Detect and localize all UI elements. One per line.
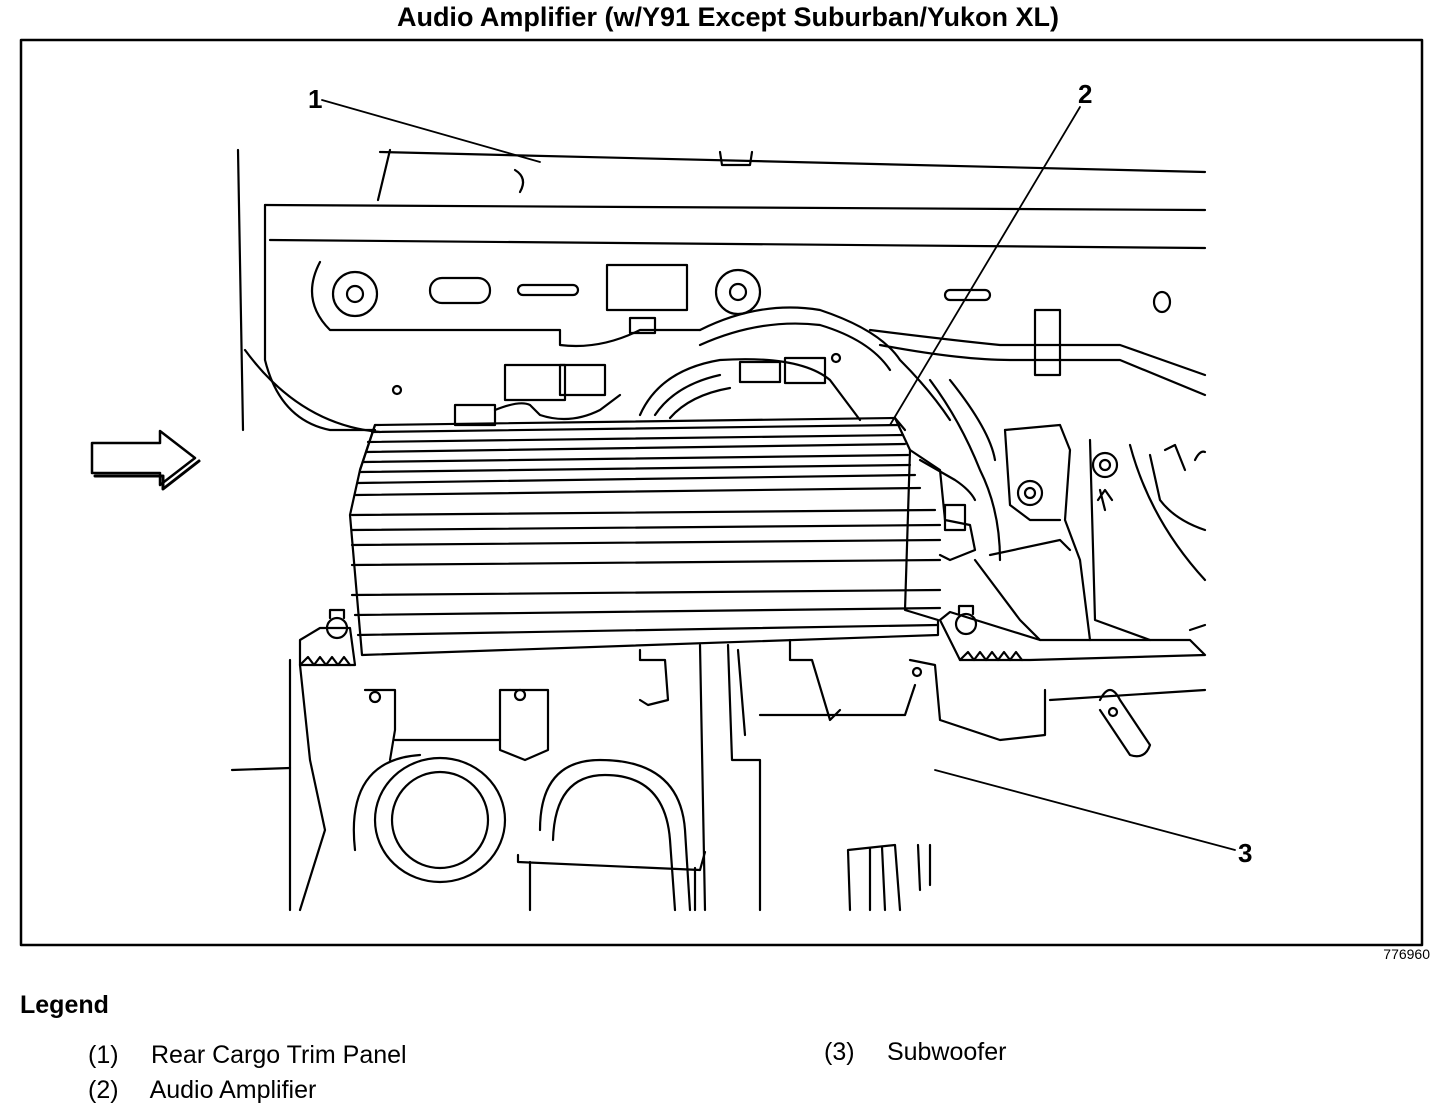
callout-1: 1 [308, 84, 322, 114]
wiring-harness [243, 306, 1207, 562]
leader-line-3 [934, 769, 1236, 851]
legend-item-3: (3) Subwoofer [824, 1038, 1006, 1067]
figure-frame [19, 38, 1424, 947]
legend-label: Subwoofer [886, 1038, 1007, 1066]
legend-title: Legend [20, 991, 109, 1019]
legend-number: (3) [824, 1038, 855, 1066]
legend-label: Rear Cargo Trim Panel [150, 1041, 407, 1069]
audio-amplifier [348, 416, 977, 657]
mounting-brackets [298, 604, 1207, 667]
leader-line-2 [889, 106, 1081, 426]
leader-line-1 [321, 99, 541, 163]
right-side-structure [973, 423, 1207, 642]
subwoofer-enclosure [230, 638, 1207, 912]
leader-lines [321, 99, 1236, 851]
legend-item-1: (1) Rear Cargo Trim Panel [88, 1041, 407, 1070]
callout-3: 3 [1238, 838, 1252, 868]
legend-number: (1) [88, 1041, 119, 1069]
legend-item-2: (2) Audio Amplifier [88, 1076, 316, 1105]
legend-number: (2) [88, 1076, 119, 1104]
diagram-title: Audio Amplifier (w/Y91 Except Suburban/Y… [396, 2, 1060, 32]
view-direction-arrow-icon [90, 429, 197, 487]
rear-cargo-trim-panel [236, 148, 1207, 432]
legend-label: Audio Amplifier [149, 1076, 317, 1104]
figure-id: 776960 [1383, 946, 1430, 962]
callout-2: 2 [1078, 79, 1092, 109]
